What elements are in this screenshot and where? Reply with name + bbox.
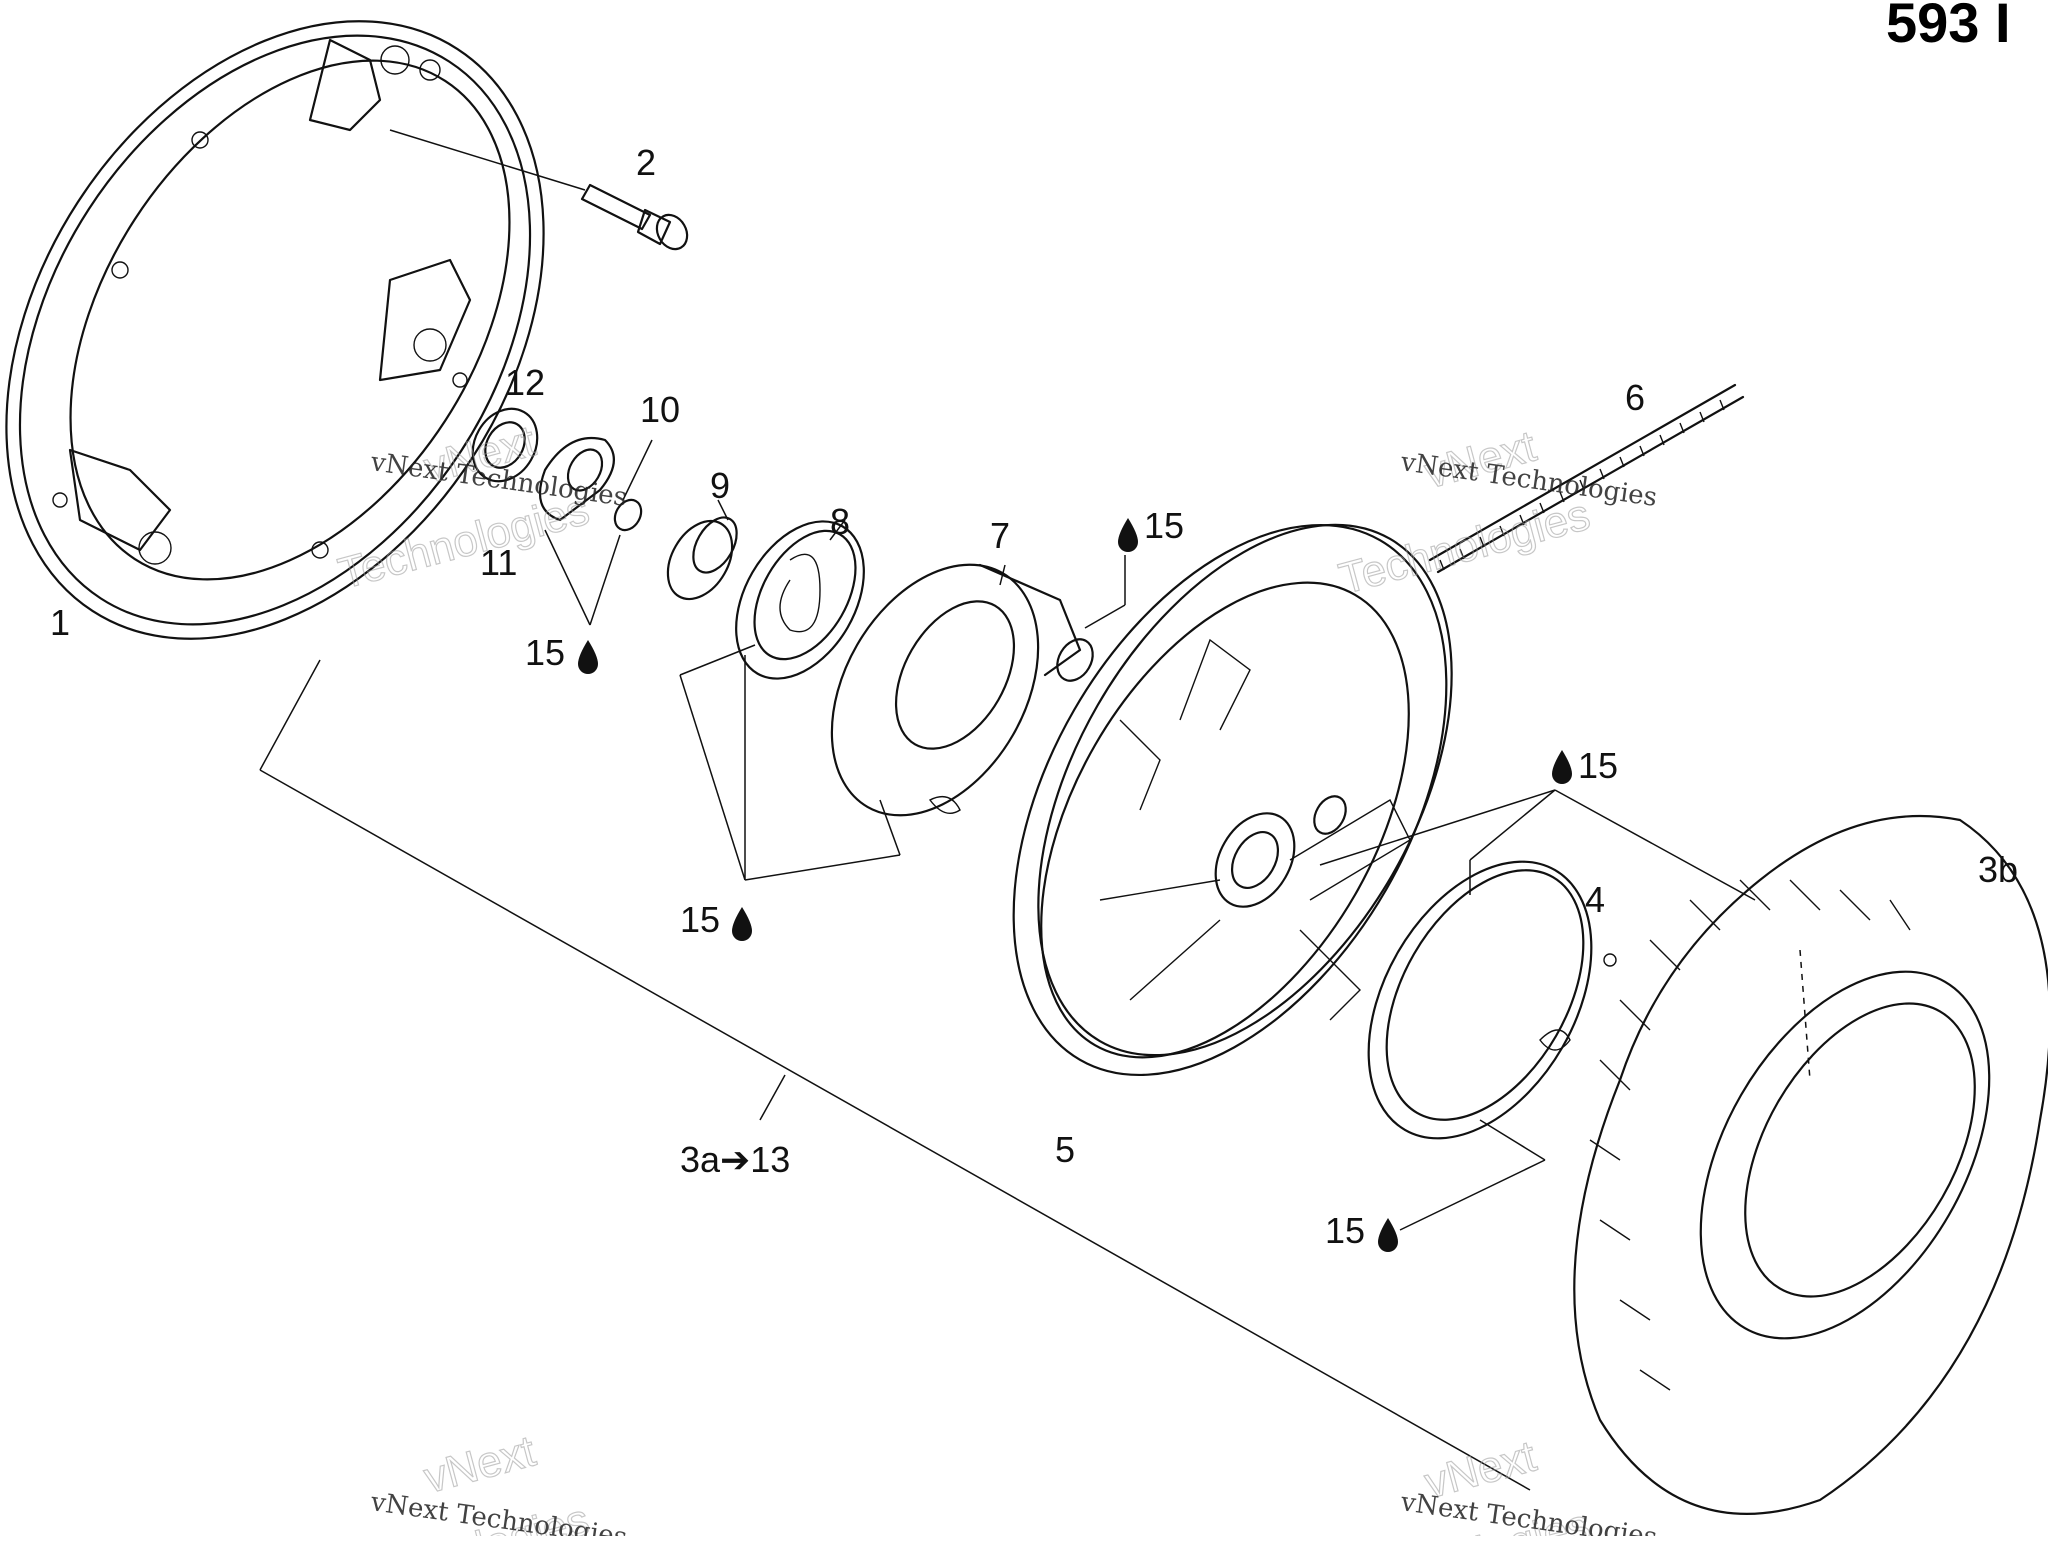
part-1-housing-ring: [5, 20, 545, 640]
diagram-code: 593 I: [1886, 0, 2011, 54]
svg-text:15: 15: [1578, 745, 1618, 786]
lube-callout-2: 15: [525, 632, 598, 674]
part-2-bolt: [389, 129, 689, 251]
callout-2: 2: [636, 142, 656, 183]
leader-lube-5b: [1479, 1119, 1546, 1161]
callout-3a-13: 3a➔13: [680, 1139, 790, 1180]
part-9-bushing: [666, 499, 738, 601]
svg-text:15: 15: [680, 899, 720, 940]
watermark-4-small: vNext Technologies: [1398, 1487, 1659, 1536]
svg-text:15: 15: [525, 632, 565, 673]
leader-lube-3: [679, 674, 746, 881]
leader-group-b: [259, 769, 1531, 1491]
watermark-2: vNext Technologies: [1334, 421, 1596, 604]
leader-lube-5: [1399, 1159, 1546, 1231]
callout-8: 8: [830, 501, 850, 542]
callout-4: 4: [1585, 879, 1605, 920]
part-10-11-pawl: [538, 436, 653, 626]
lube-callout-1: 15: [1118, 505, 1184, 552]
callout-11: 11: [480, 542, 517, 583]
oil-drop-icon: [578, 640, 598, 674]
oil-drop-icon: [1118, 518, 1138, 552]
callout-12: 12: [505, 362, 545, 403]
leader-lube-3c: [744, 854, 901, 881]
callout-5: 5: [1055, 1129, 1075, 1170]
part-7-plate: [830, 555, 1126, 817]
svg-text:15: 15: [1325, 1210, 1365, 1251]
leader-lube-3d: [879, 799, 901, 856]
leader-lube-3b: [679, 644, 756, 676]
oil-drop-icon: [1378, 1218, 1398, 1252]
svg-text:vNext: vNext: [419, 1426, 540, 1502]
oil-drop-icon: [732, 907, 752, 941]
lube-callout-5: 15: [1325, 1210, 1398, 1252]
svg-text:Technologies: Technologies: [1334, 490, 1595, 604]
leader-group-a: [259, 659, 321, 771]
part-6-rope: [1428, 383, 1745, 574]
part-8-spring: [735, 519, 865, 680]
lube-callout-4: 15: [1552, 745, 1618, 786]
callout-3b: 3b: [1978, 849, 2018, 890]
svg-text:15: 15: [1144, 505, 1184, 546]
oil-drop-icon: [1552, 750, 1572, 784]
part-4-recoil-spring: [1367, 789, 1617, 1140]
part-12-ring: [471, 407, 539, 483]
leader-group-c: [759, 1074, 786, 1121]
callout-6: 6: [1625, 377, 1645, 418]
part-3b-cover: [1554, 789, 2048, 1515]
watermark-3-small: vNext Technologies: [368, 1487, 629, 1536]
watermark-1: vNext Technologies: [333, 416, 595, 599]
callout-7: 7: [990, 515, 1010, 556]
part-5-pulley: [1012, 523, 1453, 1077]
lube-callout-3: 15: [680, 899, 752, 941]
callout-1: 1: [50, 602, 70, 643]
callout-10: 10: [640, 389, 680, 430]
leader-lube-2: [1319, 789, 1556, 866]
callout-9: 9: [710, 465, 730, 506]
